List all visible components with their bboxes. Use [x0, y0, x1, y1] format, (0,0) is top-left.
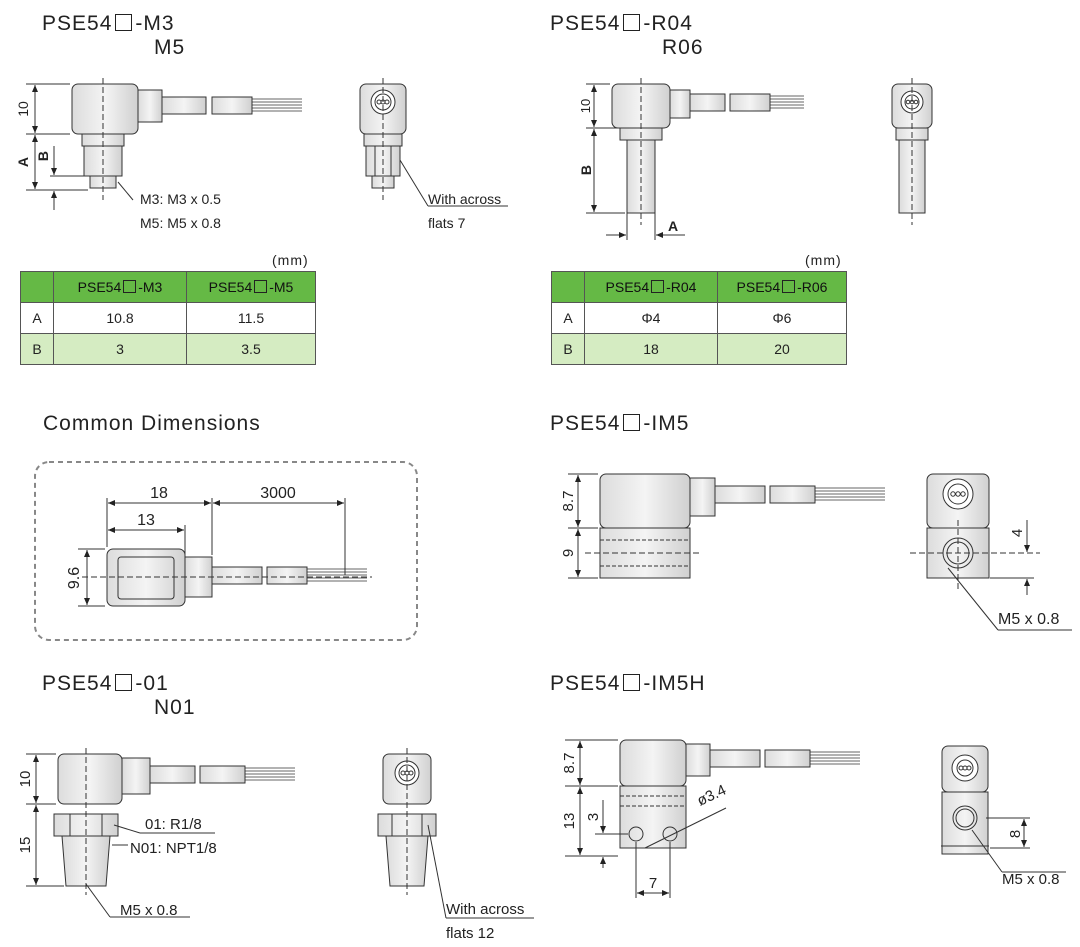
title-suffix: -IM5: [643, 412, 690, 435]
title-suffix: -M3: [135, 12, 175, 35]
title-im5: PSE54 -IM5: [550, 412, 689, 436]
common-dimensions-frame: [34, 461, 418, 641]
dim-label: A: [15, 157, 31, 167]
dim-label: 9.6: [66, 567, 83, 589]
blank-box: [115, 14, 133, 31]
title-im5h: PSE54 -IM5H: [550, 672, 706, 696]
title-line2: R06: [662, 36, 704, 59]
col-header-r06: PSE54-R06: [717, 271, 847, 303]
dim-label: 3000: [260, 485, 296, 502]
dim-label: 10: [578, 99, 593, 113]
dim-label: 18: [150, 485, 168, 502]
im5h-front-view: [941, 745, 1066, 873]
title-prefix: PSE54: [550, 12, 621, 35]
table-row: B 18 20: [551, 333, 847, 365]
dim-label: 8: [1007, 830, 1024, 838]
flats-note: flats 12: [446, 925, 494, 942]
unit-label-r: (mm): [805, 252, 842, 268]
r04-side-view: [586, 78, 804, 240]
n01-side-view: [26, 748, 295, 918]
thread-note: M5 x 0.8: [1002, 871, 1060, 888]
title-suffix: -01: [135, 672, 169, 695]
dim-label: 3: [585, 813, 602, 821]
table-row: B 3 3.5: [20, 333, 316, 365]
spec-table-r: PSE54-R04 PSE54-R06 A Φ4 Φ6 B 18 20: [551, 271, 847, 365]
dim-label: 13: [561, 813, 578, 830]
cell: 18: [584, 333, 718, 365]
title-line2: N01: [154, 696, 196, 719]
blank-box: [115, 674, 133, 691]
m3-side-view: [26, 78, 302, 210]
title-r04: PSE54 -R04 R06: [550, 12, 704, 60]
table-header-row: PSE54-M3 PSE54-M5: [20, 271, 316, 303]
dim-label: A: [668, 218, 678, 234]
m3-front-view: [359, 78, 508, 207]
thread-note: N01: NPT1/8: [130, 840, 217, 857]
title-prefix: PSE54: [550, 412, 621, 435]
thread-note: M5 x 0.8: [120, 902, 178, 919]
title-suffix: -IM5H: [643, 672, 706, 695]
title-prefix: PSE54: [42, 672, 113, 695]
row-label: B: [20, 333, 54, 365]
row-label: B: [551, 333, 585, 365]
title-prefix: PSE54: [42, 12, 113, 35]
im5h-side-view: [565, 739, 860, 898]
unit-label-m: (mm): [272, 252, 309, 268]
blank-box: [623, 674, 641, 691]
dim-label: 10: [15, 101, 31, 117]
flats-note: flats 7: [428, 215, 466, 231]
title-prefix: PSE54: [550, 672, 621, 695]
title-line2: M5: [154, 36, 186, 59]
col-header-m3: PSE54-M3: [53, 271, 187, 303]
cell: 20: [717, 333, 847, 365]
title-m3: PSE54 -M3 M5: [42, 12, 185, 60]
col-header-m5: PSE54-M5: [186, 271, 316, 303]
common-dimensions-drawing: [78, 498, 372, 607]
title-suffix: -R04: [643, 12, 693, 35]
table-header-row: PSE54-R04 PSE54-R06: [551, 271, 847, 303]
cell: 3: [53, 333, 187, 365]
dim-label: 10: [17, 771, 34, 788]
thread-note: M3: M3 x 0.5: [140, 191, 221, 207]
im5-front-view: [910, 473, 1072, 631]
im5-side-view: [568, 473, 885, 579]
title-n01: PSE54 -01 N01: [42, 672, 196, 720]
cell: 3.5: [186, 333, 316, 365]
title-common: Common Dimensions: [43, 412, 261, 435]
n01-front-view: [377, 748, 534, 919]
cell: 10.8: [53, 302, 187, 334]
flats-note: With across: [446, 901, 524, 918]
thread-note: M5 x 0.8: [998, 611, 1059, 628]
dim-label: 7: [649, 875, 657, 892]
dim-label: 9: [560, 549, 577, 557]
spec-table-m: PSE54-M3 PSE54-M5 A 10.8 11.5 B 3 3.5: [20, 271, 316, 365]
hole-diameter-label: ø3.4: [695, 782, 729, 810]
dim-label: 8.7: [560, 491, 577, 512]
col-header-r04: PSE54-R04: [584, 271, 718, 303]
table-corner: [20, 271, 54, 303]
dim-label: 8.7: [561, 753, 578, 774]
thread-note: 01: R1/8: [145, 816, 202, 833]
blank-box: [623, 414, 641, 431]
dim-label: 4: [1009, 529, 1026, 537]
flats-note: With across: [428, 191, 501, 207]
dim-label: 15: [17, 837, 34, 854]
dim-label: 13: [137, 512, 155, 529]
blank-box: [623, 14, 641, 31]
row-label: A: [20, 302, 54, 334]
dim-label: B: [578, 165, 594, 175]
r04-front-view: [891, 78, 933, 225]
dim-label: B: [35, 151, 51, 161]
thread-note: M5: M5 x 0.8: [140, 215, 221, 231]
